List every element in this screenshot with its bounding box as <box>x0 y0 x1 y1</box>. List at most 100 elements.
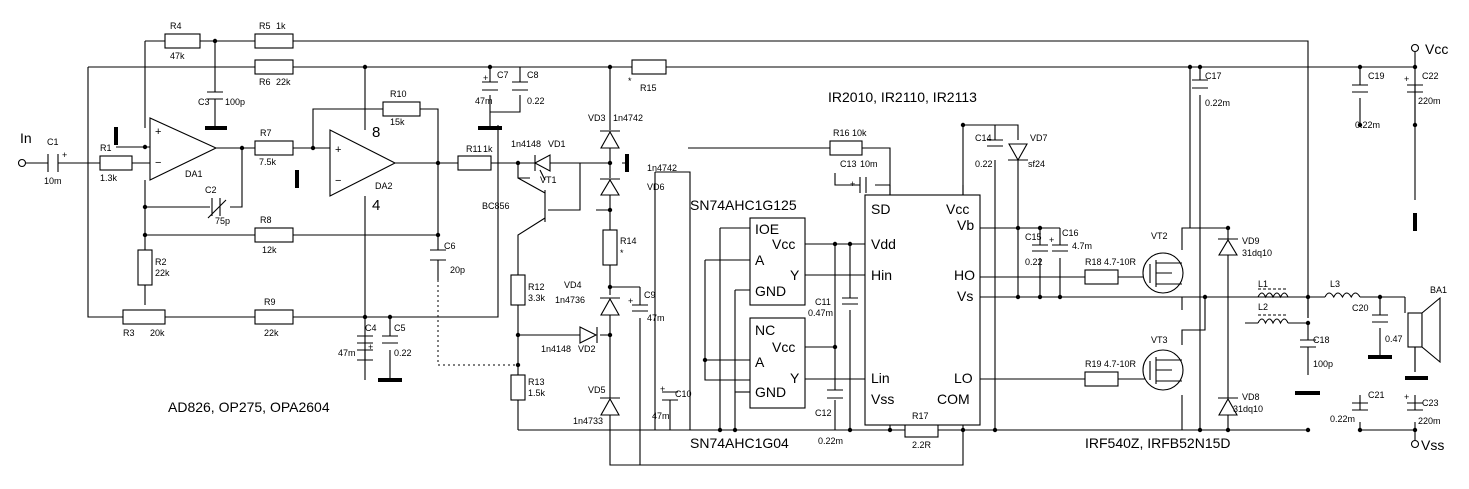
c3-ref: C3 <box>198 97 210 107</box>
pin-lin: Lin <box>871 370 890 386</box>
opamp-da2 <box>329 129 397 197</box>
resistor-r7 <box>254 140 294 156</box>
resistor-r13 <box>510 374 526 401</box>
capacitor-c22 <box>1407 84 1423 93</box>
r18-value: 4.7-10R <box>1104 257 1137 267</box>
r9-ref: R9 <box>264 297 276 307</box>
r9-value: 22k <box>264 328 279 338</box>
c14-value: 0.22 <box>975 159 993 169</box>
vd8-value: 31dq10 <box>1233 404 1263 414</box>
in-terminal: In <box>17 130 32 168</box>
vd5-ref: VD5 <box>588 385 606 395</box>
r8-value: 12k <box>262 245 277 255</box>
vss-terminal: Vss <box>1410 437 1444 453</box>
pin-hin: Hin <box>871 267 892 283</box>
r15-ref: R15 <box>640 83 657 93</box>
resistor-r8 <box>254 227 294 243</box>
r2-ref: R2 <box>155 257 167 267</box>
c1-ref: C1 <box>47 137 59 147</box>
opamp-da1 <box>149 117 218 181</box>
r7-value: 7.5k <box>259 157 277 167</box>
c22-value: 220m <box>1418 96 1441 106</box>
ic-buffer <box>749 217 806 306</box>
diodes <box>533 130 1238 416</box>
capacitor-c11 <box>842 297 858 305</box>
r10-value: 15k <box>390 117 405 127</box>
driver-ics-caption: IR2010, IR2110, IR2113 <box>828 89 977 105</box>
capacitor-c20 <box>1372 314 1388 323</box>
c11-value: 0.47m <box>808 308 833 318</box>
vt3-ref: VT3 <box>1151 335 1168 345</box>
c1-plus: + <box>62 150 67 160</box>
r16-ref: R16 <box>833 128 850 138</box>
vd2-ref: VD2 <box>578 344 596 354</box>
vt1-value: BC856 <box>482 201 510 211</box>
pin-buf-y: Y <box>790 267 800 283</box>
inverter-ic-caption: SN74AHC1G04 <box>690 435 789 451</box>
da2-pin-8: 8 <box>372 124 380 141</box>
r13-value: 1.5k <box>528 388 546 398</box>
pin-inv-a: A <box>755 354 765 370</box>
r10-ref: R10 <box>390 89 407 99</box>
inverter-pin-labels: NC Vcc A Y GND <box>755 322 800 400</box>
r8-ref: R8 <box>260 215 272 225</box>
pin-vs: Vs <box>957 288 973 304</box>
captions: IR2010, IR2110, IR2113 AD826, OP275, OPA… <box>168 89 1231 451</box>
vd7-value: sf24 <box>1028 159 1045 169</box>
r12-ref: R12 <box>528 282 545 292</box>
inductor-l1 <box>1257 292 1289 299</box>
c14-ref: C14 <box>975 133 992 143</box>
pin-inv-vcc: Vcc <box>772 339 795 355</box>
c9-ref: C9 <box>644 290 656 300</box>
c16-ref: C16 <box>1062 228 1079 238</box>
pin-inv-y: Y <box>790 370 800 386</box>
pin-inv-gnd: GND <box>755 384 786 400</box>
c5-ref: C5 <box>394 323 406 333</box>
c20-ref: C20 <box>1352 303 1369 313</box>
inductors <box>1257 288 1361 325</box>
c11-ref: C11 <box>815 297 831 307</box>
c4-ref: C4 <box>365 323 377 333</box>
r2-value: 22k <box>155 268 170 278</box>
diode-vd8 <box>1218 397 1238 416</box>
capacitor-c19 <box>1352 84 1368 93</box>
mosfets-caption: IRF540Z, IRFB52N15D <box>1085 435 1231 451</box>
capacitor-c15 <box>1032 244 1048 252</box>
buffer-ic-caption: SN74AHC1G125 <box>690 197 797 213</box>
vcc-label: Vcc <box>1425 41 1448 57</box>
capacitor-c14 <box>987 139 1003 147</box>
c9-value: 47m <box>647 313 665 323</box>
r17-value: 2.2R <box>912 440 932 450</box>
ic-driver <box>864 185 981 426</box>
vd8-ref: VD8 <box>1242 392 1260 402</box>
component-labels: C1 10m + C2 75p C3 100p C4 47m + C5 0.22… <box>44 21 1447 450</box>
c13-ref: C13 <box>840 159 857 169</box>
l3-ref: L3 <box>1330 279 1340 289</box>
driver-pin-labels: SD Vcc Vb Vdd Hin HO Vs Lin LO Vss COM <box>871 201 975 407</box>
resistor-r9 <box>254 309 294 325</box>
pin-ioe: IOE <box>755 221 779 237</box>
inductor-l3 <box>1324 292 1361 299</box>
c13-value: 10m <box>860 159 878 169</box>
capacitor-c23 <box>1407 402 1423 411</box>
r18-ref: R18 <box>1085 257 1102 267</box>
da1-minus-sign: − <box>155 157 161 169</box>
c12-value: 0.22m <box>818 436 843 446</box>
buffer-pin-labels: IOE Vcc A Y GND <box>755 221 800 299</box>
da2-plus-sign: + <box>335 144 341 156</box>
vd2-value: 1n4148 <box>541 344 571 354</box>
r6-value: 22k <box>276 77 291 87</box>
vd1-value: 1n4148 <box>511 139 541 149</box>
c10-plus: + <box>660 384 665 394</box>
r4-ref: R4 <box>170 21 182 31</box>
c8-value: 0.22 <box>527 96 545 106</box>
da1-ref: DA1 <box>185 169 203 179</box>
pin-buf-vcc: Vcc <box>772 236 795 252</box>
r13-ref: R13 <box>528 377 545 387</box>
resistor-r11 <box>457 155 492 171</box>
resistor-r10 <box>382 101 421 117</box>
c13-plus: + <box>850 179 855 189</box>
in-label: In <box>20 130 32 146</box>
c5-value: 0.22 <box>394 348 412 358</box>
